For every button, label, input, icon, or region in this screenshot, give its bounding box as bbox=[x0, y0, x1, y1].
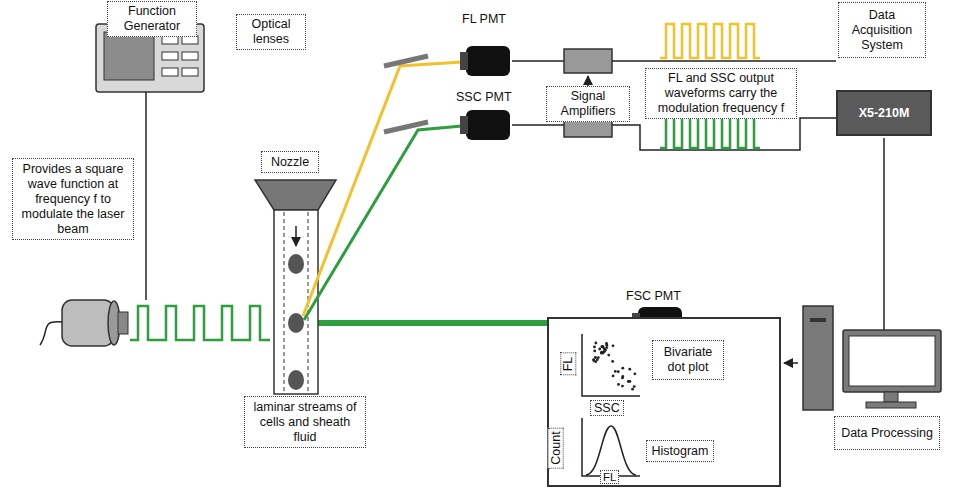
label-text: Provides a square wave function at frequ… bbox=[17, 162, 129, 237]
data-dot bbox=[634, 372, 637, 375]
data-dot bbox=[600, 352, 603, 355]
label-box: Provides a square wave function at frequ… bbox=[12, 158, 134, 240]
data-dot bbox=[612, 344, 615, 347]
data-dot bbox=[612, 375, 615, 378]
data-dot bbox=[621, 385, 624, 388]
laser bbox=[40, 300, 128, 346]
data-dot bbox=[600, 345, 603, 348]
ssc-light bbox=[304, 126, 462, 320]
wire bbox=[883, 138, 885, 330]
data-dot bbox=[628, 368, 631, 371]
label-box: Optical lenses bbox=[236, 14, 306, 50]
data-dot bbox=[593, 346, 596, 349]
label-box: Function Generator bbox=[107, 1, 197, 37]
computer bbox=[803, 306, 941, 410]
label-text: laminar streams of cells and sheath flui… bbox=[249, 400, 361, 445]
label-text: Signal Amplifiers bbox=[551, 89, 625, 119]
square-wave bbox=[130, 306, 270, 340]
detector-label: SSC PMT bbox=[456, 90, 512, 104]
label-box: laminar streams of cells and sheath flui… bbox=[244, 396, 366, 448]
label-text: Optical lenses bbox=[241, 17, 301, 47]
data-dot bbox=[595, 342, 598, 345]
device-box: X5-210M bbox=[836, 90, 932, 136]
label-box: Data Acquisition System bbox=[838, 2, 926, 58]
data-dot bbox=[601, 345, 604, 348]
data-dot bbox=[631, 388, 634, 391]
data-dot bbox=[607, 354, 610, 357]
data-dot bbox=[617, 383, 620, 386]
label-text: Data Acquisition System bbox=[843, 8, 921, 53]
data-dot bbox=[629, 380, 632, 383]
data-dot bbox=[617, 370, 620, 373]
label-text: Nozzle bbox=[271, 155, 309, 170]
data-dot bbox=[604, 349, 607, 352]
lens bbox=[384, 56, 428, 66]
data-dot bbox=[594, 356, 597, 359]
axis-label: FL bbox=[560, 353, 576, 376]
pmt-window bbox=[460, 52, 468, 70]
label-box: Data Processing bbox=[834, 416, 940, 450]
detector-label: FL PMT bbox=[462, 12, 506, 26]
lens bbox=[384, 122, 428, 132]
label-text: Bivariate dot plot bbox=[657, 345, 719, 375]
data-dot bbox=[605, 346, 608, 349]
pmt-body bbox=[466, 110, 510, 140]
data-dot bbox=[611, 360, 614, 363]
pmt-window bbox=[460, 116, 468, 134]
data-dot bbox=[598, 348, 601, 351]
data-dot bbox=[621, 367, 624, 370]
axis-label: Count bbox=[548, 427, 564, 468]
arrow bbox=[784, 362, 798, 364]
label-box: Signal Amplifiers bbox=[546, 86, 630, 122]
label-box: Nozzle bbox=[261, 151, 319, 173]
detector-label: FL bbox=[600, 470, 619, 484]
label-text: Function Generator bbox=[112, 4, 192, 34]
label-text: Data Processing bbox=[841, 426, 933, 441]
data-dot bbox=[614, 370, 617, 373]
data-dot bbox=[593, 350, 596, 353]
pmt-body bbox=[466, 46, 510, 76]
label-box: Bivariate dot plot bbox=[652, 340, 724, 380]
amplifiers bbox=[512, 49, 836, 150]
label-text: X5-210M bbox=[859, 106, 910, 121]
data-dot bbox=[605, 344, 608, 347]
plot-panel bbox=[548, 318, 780, 486]
data-dot bbox=[621, 375, 624, 378]
data-dot bbox=[596, 358, 599, 361]
fl-waveform bbox=[660, 24, 760, 58]
ssc-waveform bbox=[660, 114, 760, 148]
detector-label: SSC bbox=[590, 400, 624, 416]
label-text: Histogram bbox=[652, 444, 709, 459]
detector-label: FSC PMT bbox=[626, 289, 681, 303]
label-box: Histogram bbox=[646, 440, 714, 462]
data-dot bbox=[633, 385, 636, 388]
data-dot bbox=[600, 351, 603, 354]
label-box: FL and SSC output waveforms carry the mo… bbox=[645, 68, 797, 119]
data-dot bbox=[592, 359, 595, 362]
label-text: FL and SSC output waveforms carry the mo… bbox=[650, 71, 792, 116]
